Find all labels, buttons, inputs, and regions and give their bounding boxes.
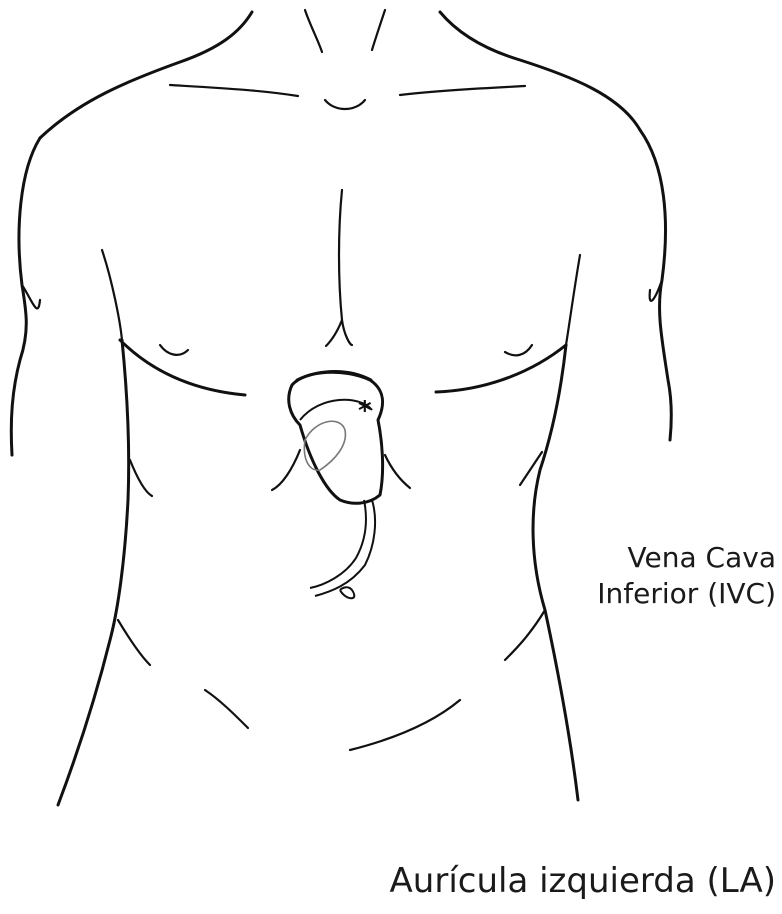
neck-left	[40, 12, 252, 138]
clavicle-right	[400, 86, 525, 95]
neck-inner-right	[372, 10, 385, 50]
left-atrium-shape	[304, 421, 345, 470]
nipple-left	[160, 345, 188, 355]
nipple-right	[505, 345, 532, 355]
pec-left	[120, 340, 245, 395]
ivc-label-line1: Vena Cava	[597, 540, 776, 576]
la-label: Aurícula izquierda (LA)	[390, 860, 776, 902]
rib-left	[130, 460, 152, 496]
neck-right	[440, 12, 640, 130]
pec-right	[436, 345, 566, 392]
arm-left-outer	[11, 138, 40, 455]
neck-inner-left	[305, 10, 322, 52]
sternum-lower	[326, 320, 342, 346]
hip-left	[205, 690, 248, 728]
costal-left	[272, 450, 300, 490]
heart-outline	[289, 372, 383, 503]
hip-right	[350, 700, 460, 750]
waist-left	[118, 620, 150, 665]
ivc-tip	[340, 587, 354, 598]
armpit-left	[102, 250, 122, 340]
armpit-right	[566, 255, 580, 345]
torso-left-side	[58, 340, 129, 805]
costal-right	[385, 455, 410, 488]
marker-asterisk: *	[358, 396, 372, 426]
clavicle-left	[170, 85, 298, 96]
waist-right	[505, 610, 545, 660]
torso-right-side	[533, 345, 578, 800]
arm-right-outer	[640, 130, 671, 440]
ivc-label: Vena Cava Inferior (IVC)	[597, 540, 776, 612]
sternal-notch	[325, 100, 365, 109]
ivc-label-line2: Inferior (IVC)	[597, 576, 776, 612]
